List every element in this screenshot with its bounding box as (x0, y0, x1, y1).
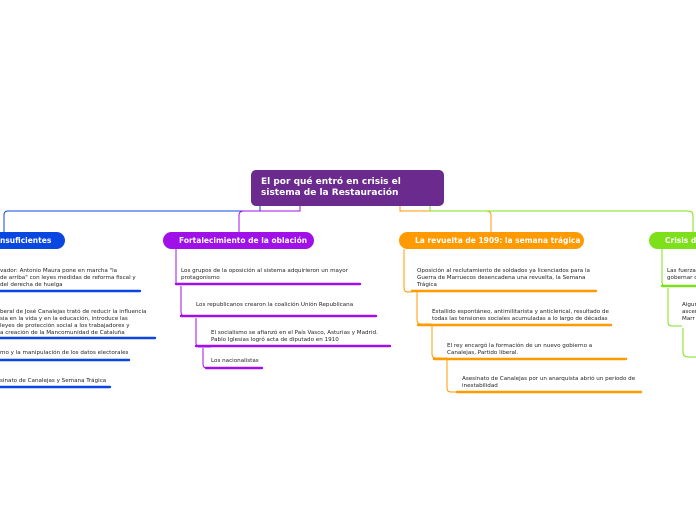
branch-crisis[interactable]: Crisis de (649, 232, 696, 249)
subtopic-maura-reforma[interactable]: vador: Antonio Maura pone en marcha "la … (0, 268, 136, 288)
subtopic-socialismo[interactable]: El socialismo se afianzó en el País Vasc… (211, 330, 378, 343)
connector-root-green (429, 206, 694, 232)
subtopic-reclutamiento-soldados[interactable]: Oposición al reclutamiento de soldados y… (417, 268, 590, 288)
connector-root-blue (3, 206, 261, 232)
subtopic-asesinato-anarquista[interactable]: Asesinato de Canalejas por un anarquista… (462, 376, 636, 389)
connector-purple-4 (202, 348, 211, 369)
subtopic-caciquismo[interactable]: mo y la manipulación de los datos electo… (0, 350, 129, 356)
branch-label: La revuelta de 1909: la semana trágica (415, 236, 581, 245)
subtopic-rey-canalejas[interactable]: El rey encargó la formación de un nuevo … (447, 343, 593, 356)
subtopic-grupos-oposicion[interactable]: Los grupos de la oposición al sistema ad… (181, 268, 349, 281)
branch-label: Crisis de (665, 236, 696, 245)
subtopic-las-fuerzas[interactable]: Las fuerza gobernar c (667, 268, 696, 281)
connector-root-purple (238, 206, 301, 232)
branch-fortalecimiento-oposicion[interactable]: Fortalecimiento de la oblación (163, 232, 314, 249)
connector-orange-3 (431, 326, 447, 359)
connector-green-3 (682, 328, 696, 358)
branch-label: Fortalecimiento de la oblación (179, 236, 308, 245)
subtopic-algunos[interactable]: Algun ascer Marr (682, 302, 696, 322)
connector-orange-4 (446, 360, 458, 393)
central-topic[interactable]: El por qué entró en crisis el sistema de… (251, 170, 444, 206)
branch-revuelta-1909[interactable]: La revuelta de 1909: la semana trágica (399, 232, 584, 249)
connector-purple-2 (180, 286, 196, 317)
connector-green-2 (667, 288, 682, 327)
subtopic-nacionalistas[interactable]: Los nacionalistas (211, 358, 259, 364)
subtopic-estallido-espontaneo[interactable]: Estallido espontáneo, antimilitarista y … (432, 309, 609, 322)
connector-orange-2 (416, 292, 432, 325)
subtopic-asesinato-canalejas[interactable]: sinato de Canalejas y Semana Trágica (0, 378, 107, 384)
central-topic-title: El por qué entró en crisis el sistema de… (261, 177, 401, 198)
subtopic-union-republicana[interactable]: Los republicanos crearon la coalición Un… (196, 302, 354, 308)
branch-insuficientes[interactable]: nsuficientes (0, 232, 65, 249)
subtopic-canalejas-reformas[interactable]: beral de José Canalejas trató de reducir… (0, 309, 147, 336)
connector-root-orange (399, 206, 492, 232)
connector-purple-3 (195, 318, 211, 348)
branch-label: nsuficientes (0, 236, 52, 245)
connector-orange-1 (403, 249, 412, 293)
